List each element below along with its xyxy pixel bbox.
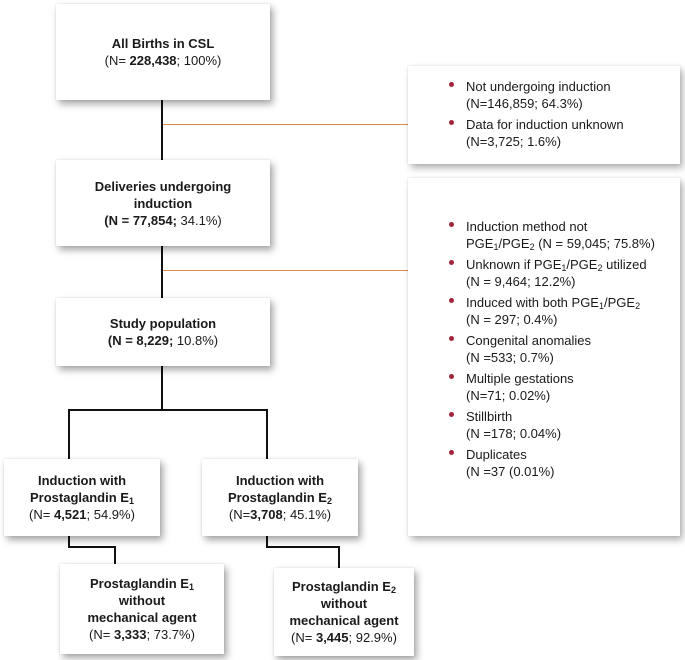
- bullet-icon: [449, 374, 454, 379]
- connector-branch-left: [68, 409, 70, 459]
- pge1-nomech-title-3: mechanical agent: [87, 610, 197, 625]
- deliveries-title-1: Deliveries undergoing: [94, 178, 232, 194]
- bullet-icon: [449, 222, 454, 227]
- exclusion-box-1: Not undergoing induction(N=146,859; 64.3…: [408, 66, 680, 164]
- box-deliveries-induction: Deliveries undergoing induction (N = 77,…: [56, 160, 270, 246]
- pge2-nomech-title-1: Prostaglandin E2: [292, 579, 396, 595]
- pge2-title-1: Induction with: [235, 473, 325, 488]
- connector-exclusion-2: [163, 270, 410, 271]
- deliveries-title-2: induction: [133, 195, 193, 211]
- exclusion-item: Multiple gestations(N=71; 0.02%): [408, 370, 680, 404]
- connector-pge2-across: [266, 546, 340, 548]
- all-births-count: (N= 228,438; 100%): [104, 53, 222, 68]
- pge2-nomech-count: (N= 3,445; 92.9%): [291, 630, 397, 645]
- exclusion-box-2: Induction method not PGE1/PGE2 (N = 59,0…: [408, 178, 680, 536]
- all-births-title: All Births in CSL: [111, 36, 215, 51]
- study-count: (N = 8,229; 10.8%): [107, 333, 219, 348]
- connector-main-1: [161, 100, 163, 160]
- exclusion-item: Congenital anomalies(N =533; 0.7%): [408, 332, 680, 366]
- connector-pge1-across: [68, 546, 116, 548]
- pge2-nomech-title-3: mechanical agent: [289, 613, 399, 628]
- pge1-title-1: Induction with: [37, 473, 127, 488]
- connector-pge1-down: [68, 536, 70, 548]
- bullet-icon: [449, 120, 454, 125]
- connector-pge2-drop: [338, 546, 340, 568]
- bullet-icon: [449, 260, 454, 265]
- box-all-births: All Births in CSL (N= 228,438; 100%): [56, 4, 270, 100]
- connector-pge1-drop: [114, 546, 116, 564]
- pge2-title-2: Prostaglandin E2: [228, 490, 332, 506]
- bullet-icon: [449, 336, 454, 341]
- pge1-count: (N= 4,521; 54.9%): [29, 507, 135, 522]
- box-study-population: Study population (N = 8,229; 10.8%): [56, 298, 270, 366]
- box-pge2-without-mechanical: Prostaglandin E2 without mechanical agen…: [274, 568, 414, 656]
- exclusion-item: Induction method not PGE1/PGE2 (N = 59,0…: [408, 218, 680, 252]
- box-induction-pge2: Induction with Prostaglandin E2 (N=3,708…: [202, 459, 358, 536]
- bullet-icon: [449, 298, 454, 303]
- exclusion-item: Stillbirth(N =178; 0.04%): [408, 408, 680, 442]
- bullet-icon: [449, 412, 454, 417]
- box-pge1-without-mechanical: Prostaglandin E1 without mechanical agen…: [60, 564, 224, 654]
- pge1-title-2: Prostaglandin E1: [30, 490, 134, 506]
- pge1-nomech-title-2: without: [118, 593, 166, 608]
- exclusion-item: Data for induction unknown(N=3,725; 1.6%…: [408, 116, 680, 150]
- bullet-icon: [449, 82, 454, 87]
- exclusion-item: Unknown if PGE1/PGE2 utilized (N = 9,464…: [408, 256, 680, 290]
- pge1-nomech-count: (N= 3,333; 73.7%): [89, 627, 195, 642]
- exclusion-item: Duplicates(N =37 (0.01%): [408, 446, 680, 480]
- connector-pge2-down: [266, 536, 268, 548]
- deliveries-count: (N = 77,854; 34.1%): [104, 212, 222, 228]
- connector-branch-horizontal: [68, 409, 268, 411]
- box-induction-pge1: Induction with Prostaglandin E1 (N= 4,52…: [4, 459, 160, 536]
- pge1-nomech-title-1: Prostaglandin E1: [90, 576, 194, 592]
- exclusion-item: Induced with both PGE1/PGE2 (N = 297; 0.…: [408, 294, 680, 328]
- pge2-count: (N=3,708; 45.1%): [228, 507, 332, 522]
- bullet-icon: [449, 450, 454, 455]
- pge2-nomech-title-2: without: [320, 596, 368, 611]
- connector-main-2: [161, 246, 163, 298]
- connector-branch-right: [266, 409, 268, 459]
- study-title: Study population: [109, 316, 217, 331]
- exclusion-item: Not undergoing induction(N=146,859; 64.3…: [408, 78, 680, 112]
- connector-main-3: [161, 366, 163, 410]
- connector-exclusion-1: [163, 124, 410, 125]
